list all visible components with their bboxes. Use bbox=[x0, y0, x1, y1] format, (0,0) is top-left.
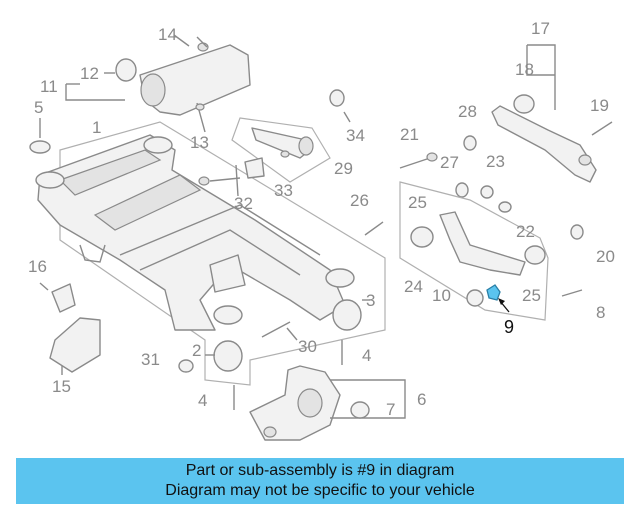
knuckle-6 bbox=[249, 365, 341, 441]
callout-25b: 25 bbox=[522, 286, 541, 305]
bushing-34 bbox=[329, 89, 345, 107]
callout-12: 12 bbox=[80, 64, 99, 83]
mount-15-16 bbox=[39, 282, 101, 375]
callout-28: 28 bbox=[458, 102, 477, 121]
upper-arm-17 bbox=[491, 44, 613, 183]
bushing-3 bbox=[332, 299, 362, 331]
callout-7: 7 bbox=[386, 400, 395, 419]
callout-30: 30 bbox=[298, 337, 317, 356]
callout-32: 32 bbox=[234, 194, 253, 213]
bushing-5 bbox=[29, 140, 51, 154]
callout-33: 33 bbox=[274, 181, 293, 200]
callout-2: 2 bbox=[192, 341, 201, 360]
parts-diagram: 1 2 3 4 4 5 6 7 8 9 10 11 12 13 14 15 16… bbox=[28, 19, 615, 441]
callout-labels: 1 2 3 4 4 5 6 7 8 9 10 11 12 13 14 15 16… bbox=[28, 19, 615, 419]
lateral-link-29 bbox=[198, 117, 331, 197]
callout-25a: 25 bbox=[408, 193, 427, 212]
callout-11: 11 bbox=[40, 77, 58, 96]
callout-1: 1 bbox=[92, 118, 101, 137]
upper-control-arm bbox=[115, 36, 251, 133]
bushing-2 bbox=[213, 340, 243, 372]
callout-10: 10 bbox=[432, 286, 451, 305]
callout-29: 29 bbox=[334, 159, 353, 178]
hardware-small bbox=[399, 135, 512, 213]
callout-4a: 4 bbox=[362, 346, 371, 365]
callout-18: 18 bbox=[515, 60, 534, 79]
callout-31: 31 bbox=[141, 350, 160, 369]
highlighted-part-9[interactable] bbox=[486, 284, 510, 313]
subframe-crossmember bbox=[35, 121, 386, 386]
callout-22: 22 bbox=[516, 222, 535, 241]
callout-20: 20 bbox=[596, 247, 615, 266]
callout-3: 3 bbox=[366, 291, 375, 310]
callout-13: 13 bbox=[190, 133, 209, 152]
nut-31 bbox=[178, 359, 194, 373]
bushing-7 bbox=[350, 401, 370, 419]
callout-9: 9 bbox=[504, 317, 514, 337]
callout-21: 21 bbox=[400, 125, 419, 144]
callout-19: 19 bbox=[590, 96, 609, 115]
callout-24: 24 bbox=[404, 277, 423, 296]
bushing-10 bbox=[466, 289, 484, 307]
callout-4b: 4 bbox=[198, 391, 207, 410]
lower-arm-24 bbox=[399, 181, 549, 321]
bushing-20 bbox=[570, 224, 584, 240]
callout-5: 5 bbox=[34, 98, 43, 117]
callout-14: 14 bbox=[158, 25, 177, 44]
callout-23: 23 bbox=[486, 152, 505, 171]
banner-line-2: Diagram may not be specific to your vehi… bbox=[165, 482, 475, 499]
callout-15: 15 bbox=[52, 377, 71, 396]
callout-6: 6 bbox=[417, 390, 426, 409]
callout-26: 26 bbox=[350, 191, 369, 210]
info-banner: Part or sub-assembly is #9 in diagram Di… bbox=[16, 458, 624, 504]
callout-17: 17 bbox=[531, 19, 550, 38]
callout-16: 16 bbox=[28, 257, 47, 276]
callout-27: 27 bbox=[440, 153, 459, 172]
callout-8: 8 bbox=[596, 303, 605, 322]
banner-line-1: Part or sub-assembly is #9 in diagram bbox=[185, 462, 455, 479]
callout-34: 34 bbox=[346, 126, 365, 145]
